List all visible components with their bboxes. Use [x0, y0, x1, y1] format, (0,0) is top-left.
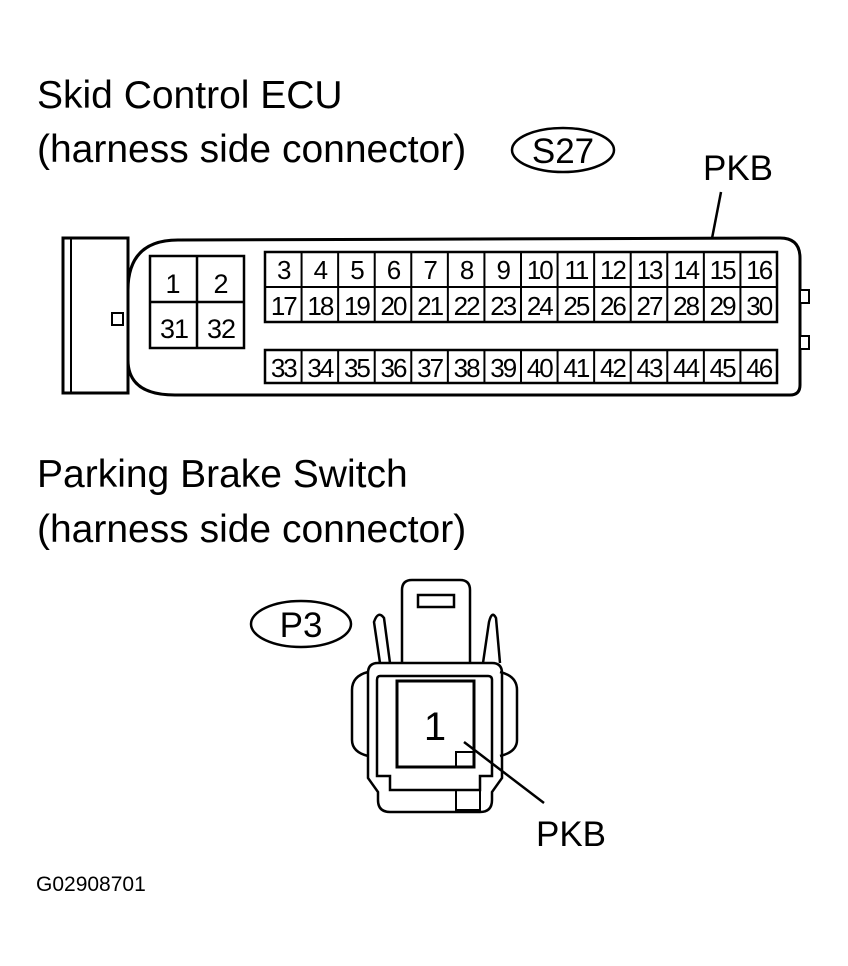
ecu-pin: 9: [496, 255, 510, 285]
switch-pin: 1: [424, 705, 446, 749]
ecu-subtitle: (harness side connector): [37, 128, 467, 171]
ecu-pin: 18: [307, 291, 333, 321]
switch-title: Parking Brake Switch: [37, 453, 408, 496]
ecu-pin: 6: [387, 255, 401, 285]
switch-subtitle: (harness side connector): [37, 508, 467, 551]
ecu-left-pin-block: 1 2 31 32: [148, 254, 246, 350]
ecu-pkb-label: PKB: [703, 149, 773, 188]
ecu-pin: 11: [564, 255, 589, 285]
ecu-pin: 22: [454, 291, 480, 321]
ecu-pin: 40: [527, 353, 553, 383]
ecu-pin: 26: [600, 291, 626, 321]
ecu-pin: 21: [417, 291, 443, 321]
ecu-pin: 15: [710, 255, 736, 285]
figure-id: G02908701: [36, 873, 146, 896]
ecu-pin: 35: [344, 353, 370, 383]
ecu-pin: 8: [460, 255, 474, 285]
ecu-connector-housing: [61, 236, 810, 397]
ecu-pin: 41: [563, 353, 589, 383]
ecu-pin: 36: [381, 353, 407, 383]
ecu-pin: 45: [710, 353, 736, 383]
ecu-pin: 44: [673, 353, 699, 383]
ecu-pin: 30: [746, 291, 772, 321]
ecu-pin: 39: [490, 353, 516, 383]
ecu-pin: 16: [746, 255, 772, 285]
ecu-pin: 28: [673, 291, 699, 321]
ecu-pin: 37: [417, 353, 443, 383]
ecu-pin: 27: [637, 291, 663, 321]
ecu-pin: 31: [160, 314, 188, 344]
ecu-pin: 5: [350, 255, 364, 285]
ecu-pin: 42: [600, 353, 626, 383]
switch-connector-code-badge: P3: [249, 599, 353, 649]
ecu-pin: 4: [314, 255, 328, 285]
ecu-title: Skid Control ECU: [37, 74, 343, 117]
switch-pkb-leader: [463, 741, 545, 804]
ecu-pin: 34: [307, 353, 333, 383]
ecu-pin: 38: [454, 353, 480, 383]
ecu-pin: 14: [673, 255, 699, 285]
switch-pkb-label: PKB: [536, 815, 606, 854]
ecu-pin: 25: [563, 291, 589, 321]
ecu-pin: 12: [600, 255, 626, 285]
ecu-pin: 19: [344, 291, 370, 321]
switch-connector-housing: [350, 578, 519, 814]
ecu-pin: 33: [271, 353, 297, 383]
ecu-pin: 2: [213, 269, 228, 299]
ecu-pin: 13: [637, 255, 663, 285]
ecu-pin: 46: [746, 353, 772, 383]
ecu-pin: 43: [637, 353, 663, 383]
ecu-pin: 17: [271, 291, 297, 321]
ecu-pin: 32: [207, 314, 235, 344]
ecu-lower-pin-grid: 33 34 35 36 37 38 39 40 41 42 43 44 45 46: [263, 348, 779, 385]
switch-connector-code: P3: [280, 606, 323, 645]
ecu-pin: 24: [527, 291, 553, 321]
ecu-connector-code-badge: S27: [510, 126, 616, 174]
ecu-pin: 3: [277, 255, 291, 285]
ecu-pin: 7: [423, 255, 437, 285]
ecu-pin: 29: [710, 291, 736, 321]
ecu-connector-code: S27: [532, 132, 594, 171]
ecu-pin: 23: [490, 291, 516, 321]
ecu-pin: 20: [381, 291, 407, 321]
ecu-pin: 10: [527, 255, 553, 285]
ecu-pin: 1: [165, 269, 180, 299]
